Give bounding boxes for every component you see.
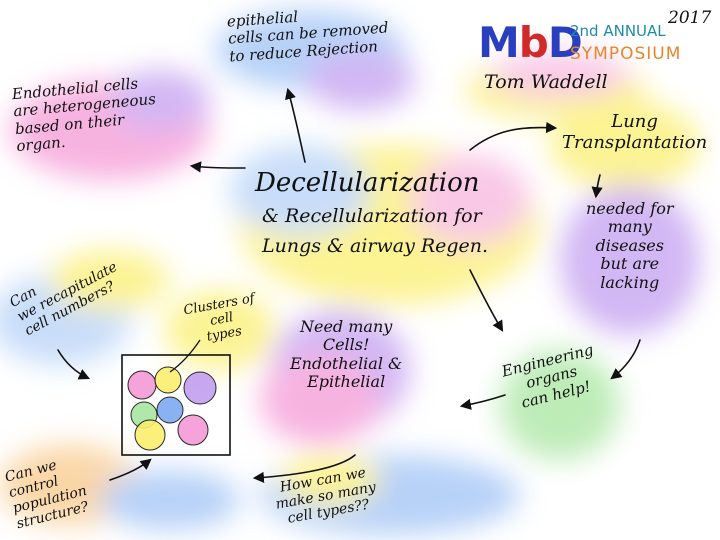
wash-epithelial-purple: [305, 50, 415, 110]
wash-needed-purple: [560, 185, 700, 335]
note-lung-transplant: Lung Transplantation: [562, 111, 708, 153]
arrow-to-need-cells: [459, 394, 506, 410]
arrow-to-endothelial: [189, 161, 246, 173]
cell-blue: [156, 396, 184, 424]
arrow-recap-to-box: [57, 349, 91, 380]
arrow-to-engineering: [610, 339, 641, 380]
logo-annual: 2nd ANNUAL: [570, 22, 666, 40]
wash-howmany-yellow: [280, 455, 380, 505]
note-need-cells: Need many Cells! Endothelial & Epithelia…: [290, 317, 403, 392]
cell-cluster-diagram: [121, 339, 231, 456]
center-title-line2: & Recellularization for: [262, 205, 482, 227]
arrow-to-epithelial: [285, 87, 306, 163]
note-needed: needed for many diseases but are lacking: [586, 199, 674, 292]
cell-purple: [183, 371, 217, 405]
wash-needcells-pink: [260, 355, 380, 445]
logo-year: 2017: [668, 8, 712, 28]
cell-pink: [127, 370, 157, 400]
arrows: [57, 87, 641, 483]
logo-d: D: [547, 18, 583, 67]
mbd-symposium-logo: MbD 2nd ANNUAL SYMPOSIUM 2017: [478, 8, 714, 74]
wash-endothelial-purple: [110, 70, 210, 130]
wash-center-blue: [230, 145, 370, 235]
arrow-control-to-box: [109, 458, 152, 481]
logo-symposium: SYMPOSIUM: [570, 44, 682, 64]
center-title-line1: Decellularization: [255, 168, 480, 198]
wash-control-blue: [100, 470, 240, 530]
wash-center-pink: [410, 155, 530, 245]
cell-yellow-2: [134, 419, 166, 451]
arrow-center-down: [469, 269, 504, 332]
arrow-to-how-many: [252, 454, 356, 483]
arrow-to-lung-transplant: [469, 121, 558, 151]
wash-lung-yellow: [550, 100, 700, 190]
speaker-name: Tom Waddell: [484, 71, 608, 93]
wash-speaker-pink: [490, 53, 630, 97]
logo-b: b: [518, 18, 549, 67]
cluster-pointer-line: [169, 339, 201, 373]
logo-m: M: [478, 18, 520, 67]
mbd-wordmark: MbD: [478, 18, 583, 67]
cell-pink-2: [177, 414, 209, 446]
cell-yellow: [154, 366, 182, 394]
center-title-line3: Lungs & airway Regen.: [262, 235, 489, 257]
wash-engineering-green: [500, 350, 620, 460]
watercolor-background: [0, 10, 700, 535]
arrow-to-needed: [591, 174, 603, 199]
cluster-box: [121, 354, 231, 456]
wash-recap-yellow: [50, 250, 170, 310]
note-endothelial: Endothelial cells are heterogeneous base…: [11, 74, 157, 155]
